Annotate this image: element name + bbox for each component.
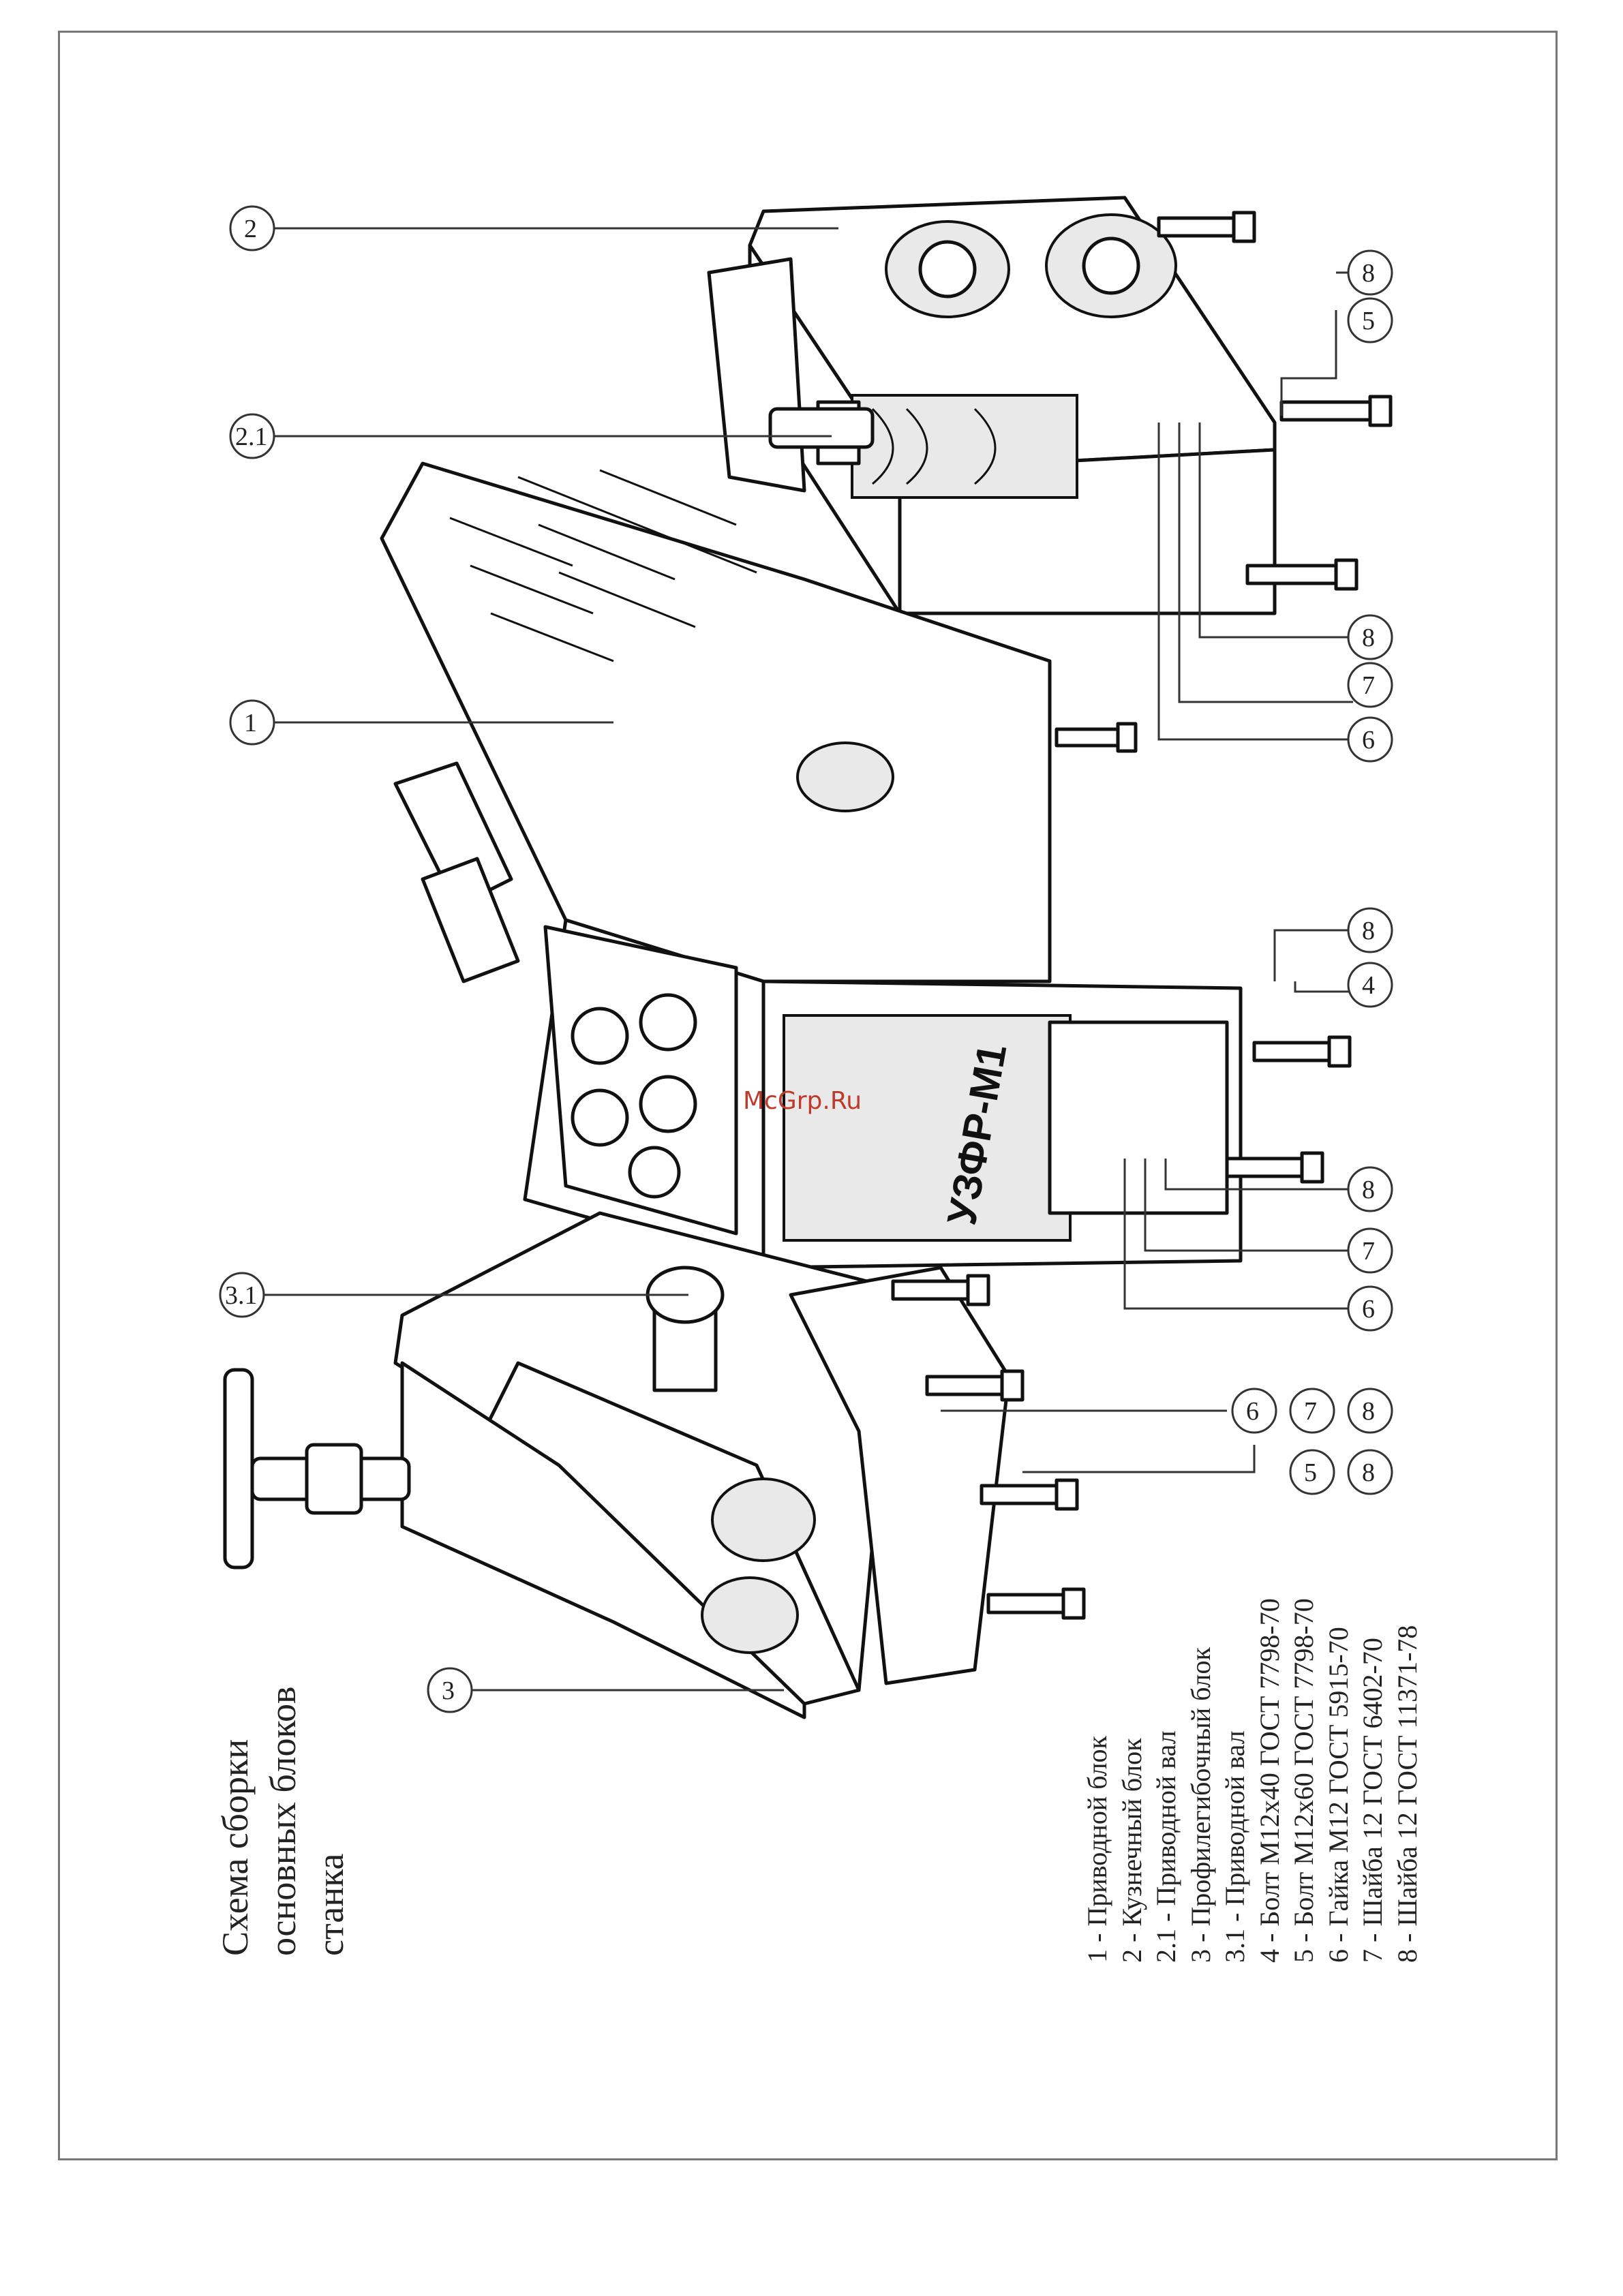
callout-1: 1 — [229, 699, 275, 746]
callout-3: 3 — [427, 1667, 473, 1713]
legend-item: 7 - Шайба 12 ГОСТ 6402-70 — [1357, 1638, 1388, 1963]
profile-bending-block — [223, 1211, 1086, 1719]
svg-text:5: 5 — [1304, 1458, 1317, 1487]
legend-item: 3 - Профилегибочный блок — [1185, 1647, 1216, 1963]
callout-2-1: 2.1 — [229, 413, 275, 459]
title-line: основных блоков — [262, 1686, 303, 1956]
svg-text:6: 6 — [1362, 1295, 1375, 1323]
callout-6: 6 — [1347, 1285, 1393, 1332]
svg-text:6: 6 — [1362, 726, 1375, 754]
legend-item: 2.1 - Приводной вал — [1151, 1730, 1181, 1963]
callouts: 2 2.1 1 3.1 3 8 5 8 7 6 8 4 8 7 6 6 7 8 … — [219, 205, 1393, 1713]
callout-2: 2 — [229, 205, 275, 251]
forging-block — [707, 196, 1277, 615]
callout-3-1: 3.1 — [219, 1272, 265, 1318]
drive-block — [380, 461, 1243, 1270]
svg-text:2: 2 — [244, 215, 257, 243]
svg-text:5: 5 — [1362, 307, 1375, 335]
legend-item: 4 - Болт М12х40 ГОСТ 7798-70 — [1254, 1598, 1285, 1963]
callout-8: 8 — [1347, 614, 1393, 660]
callout-8: 8 — [1347, 1388, 1393, 1434]
svg-text:7: 7 — [1304, 1397, 1317, 1426]
svg-text:7: 7 — [1362, 1237, 1375, 1266]
callout-6: 6 — [1347, 716, 1393, 763]
watermark: McGrp.Ru — [743, 1087, 862, 1115]
svg-text:8: 8 — [1362, 917, 1375, 945]
title-line: Схема сборки — [215, 1739, 256, 1956]
legend-item: 1 - Приводной блок — [1082, 1736, 1112, 1963]
callout-5: 5 — [1289, 1449, 1335, 1495]
svg-text:6: 6 — [1246, 1397, 1259, 1426]
drawing-title: Схема сборки основных блоков станка — [211, 1687, 354, 1956]
leader-lines — [256, 227, 1377, 1692]
svg-text:8: 8 — [1362, 259, 1375, 288]
callout-4: 4 — [1347, 962, 1393, 1008]
parts-legend: 1 - Приводной блок 2 - Кузнечный блок 2.… — [1080, 1598, 1425, 1963]
callout-8: 8 — [1347, 907, 1393, 953]
callout-5: 5 — [1347, 297, 1393, 343]
drive-shaft-2-1 — [768, 407, 875, 449]
svg-text:8: 8 — [1362, 1458, 1375, 1487]
svg-text:8: 8 — [1362, 624, 1375, 652]
svg-text:8: 8 — [1362, 1176, 1375, 1204]
svg-text:1: 1 — [244, 709, 257, 737]
callout-8: 8 — [1347, 1449, 1393, 1495]
callout-6: 6 — [1231, 1388, 1277, 1434]
svg-text:7: 7 — [1362, 671, 1375, 700]
svg-text:3.1: 3.1 — [225, 1281, 258, 1310]
legend-item: 6 - Гайка М12 ГОСТ 5915-70 — [1322, 1627, 1354, 1963]
svg-text:3: 3 — [442, 1677, 455, 1705]
svg-text:4: 4 — [1362, 971, 1375, 1000]
legend-item: 3.1 - Приводной вал — [1219, 1730, 1250, 1963]
callout-8: 8 — [1347, 249, 1393, 296]
callout-7: 7 — [1347, 1227, 1393, 1274]
callout-7: 7 — [1347, 662, 1393, 708]
svg-text:2.1: 2.1 — [235, 423, 268, 451]
svg-text:8: 8 — [1362, 1397, 1375, 1426]
title-line: станка — [310, 1853, 351, 1956]
callout-8: 8 — [1347, 1166, 1393, 1212]
callout-7: 7 — [1289, 1388, 1335, 1434]
bolts-block1 — [1055, 722, 1352, 1184]
legend-item: 8 - Шайба 12 ГОСТ 11371-78 — [1391, 1625, 1423, 1963]
page-border — [58, 31, 1558, 2160]
legend-item: 2 - Кузнечный блок — [1116, 1738, 1147, 1963]
legend-item: 5 - Болт М12х60 ГОСТ 7798-70 — [1288, 1598, 1319, 1963]
